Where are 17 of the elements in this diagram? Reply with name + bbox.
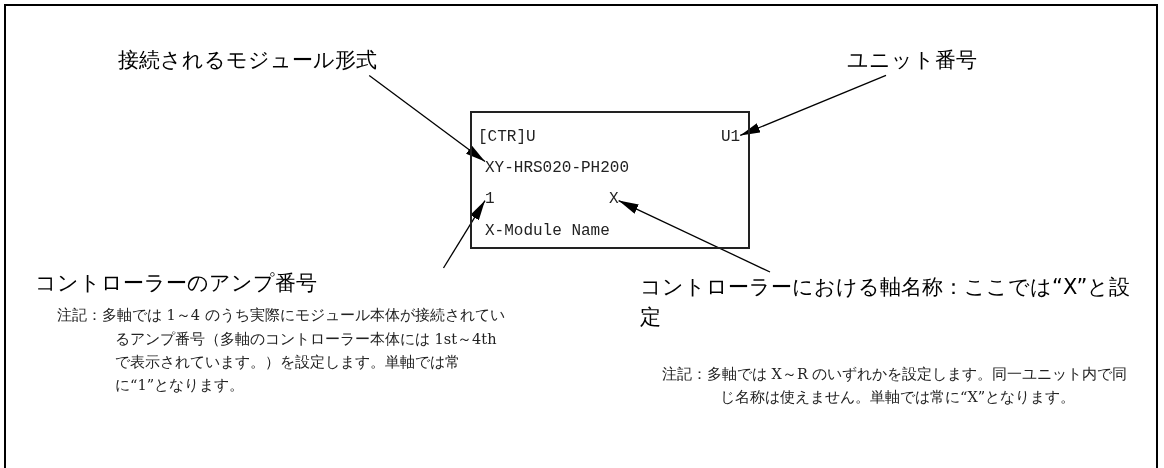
callout-title: コントローラーにおける軸名称：ここでは“X”と設定 — [640, 274, 1132, 332]
display-text: U1 — [721, 129, 741, 145]
display-text: X-Module Name — [485, 223, 610, 239]
display-screen — [470, 111, 750, 249]
display-text: [CTR]U — [478, 129, 536, 145]
callout-title: ユニット番号 — [847, 45, 977, 76]
display-text: XY-HRS020-PH200 — [485, 160, 630, 176]
note-text: 注記：多軸では 1～4 のうち実際にモジュール本体が接続されているアンプ番号（多軸のコントローラー本体には 1st～4th で表示されています。）を設定します。単軸では常に“1”となります。 — [56, 306, 505, 395]
note-text: 注記：多軸では X～R のいずれかを設定します。同一ユニット内で同じ名称は使えません。単軸では常に“X”となります。 — [661, 364, 1129, 408]
leader-arrow — [442, 199, 486, 269]
callout-title: 接続されるモジュール形式 — [118, 45, 377, 76]
leader-arrow — [739, 74, 887, 137]
display-text: X — [609, 191, 619, 207]
leader-arrow — [617, 199, 771, 273]
display-text: 1 — [485, 191, 495, 207]
leader-arrow — [368, 74, 486, 163]
callout-title: コントローラーのアンプ番号 — [35, 270, 318, 297]
